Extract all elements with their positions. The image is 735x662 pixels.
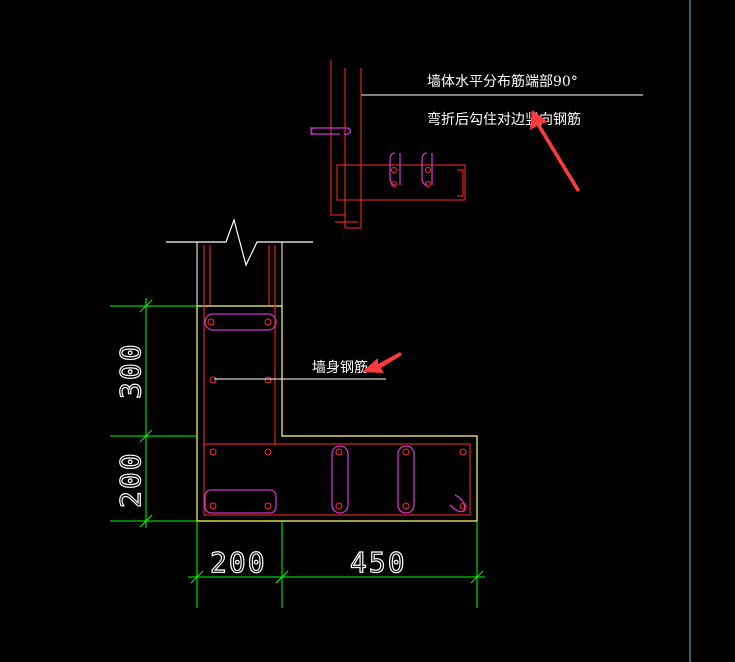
dim-tick	[190, 570, 204, 584]
detail-vertical-bar-right	[344, 68, 362, 229]
note-arrow-icon	[530, 110, 580, 192]
dim-horizontal-200: 200	[210, 546, 267, 579]
dim-vertical-200: 200	[114, 451, 147, 508]
rebar-dot	[209, 502, 217, 510]
detail-bar-dot	[391, 181, 397, 187]
rebar-dot	[207, 318, 215, 326]
rebar-dot	[209, 448, 217, 456]
detail-bar-dot	[391, 167, 397, 173]
rebar-dots	[207, 318, 467, 510]
rebar-dot	[459, 448, 467, 456]
detail-note-line2: 弯折后勾住对边竖向钢筋	[427, 111, 581, 128]
rebar-dot	[459, 502, 467, 510]
detail-vertical-bar-left	[330, 60, 345, 216]
detail-bar-dot	[425, 181, 431, 187]
column-outline	[196, 305, 478, 522]
column-section: 墙身钢筋	[166, 218, 478, 522]
detail-hook-left	[310, 127, 352, 135]
rebar-dot	[402, 448, 410, 456]
rebar-dot	[335, 502, 343, 510]
detail-box-inner-end	[457, 169, 464, 197]
detail-horizontal-bar-box	[336, 164, 466, 201]
stirrup-top	[204, 313, 277, 331]
rebar-dot	[335, 448, 343, 456]
detail-note-line1: 墙体水平分布筋端部90°	[427, 73, 578, 90]
dim-tick	[275, 570, 289, 584]
dim-tick	[139, 299, 153, 313]
dim-tick	[470, 570, 484, 584]
rebar-dot	[264, 448, 272, 456]
rebar-dot	[264, 376, 272, 384]
stirrup-flange-1	[331, 445, 349, 514]
dim-tick	[139, 514, 153, 528]
wall-rebar-label: 墙身钢筋	[312, 359, 368, 376]
rebar-dot	[264, 502, 272, 510]
stirrup-end	[449, 494, 466, 513]
dimensions	[110, 298, 485, 608]
rebar-dot	[402, 502, 410, 510]
flange-rebar-box	[203, 443, 471, 516]
detail-bar-dot	[425, 167, 431, 173]
detail-stirrup-1	[389, 152, 401, 186]
rebar-dot	[264, 318, 272, 326]
rebar-dot	[209, 376, 217, 384]
dim-horizontal-450: 450	[350, 546, 407, 579]
wall-rebar-arrow-icon	[362, 352, 402, 373]
break-line	[166, 218, 313, 267]
dim-vertical-300: 300	[114, 342, 147, 399]
detail-stirrup-2	[421, 152, 433, 186]
upper-detail: 墙体水平分布筋端部90° 弯折后勾住对边竖向钢筋	[310, 60, 643, 229]
stirrup-flange-2	[397, 445, 415, 514]
dim-tick	[139, 429, 153, 443]
stirrup-corner	[204, 489, 277, 514]
